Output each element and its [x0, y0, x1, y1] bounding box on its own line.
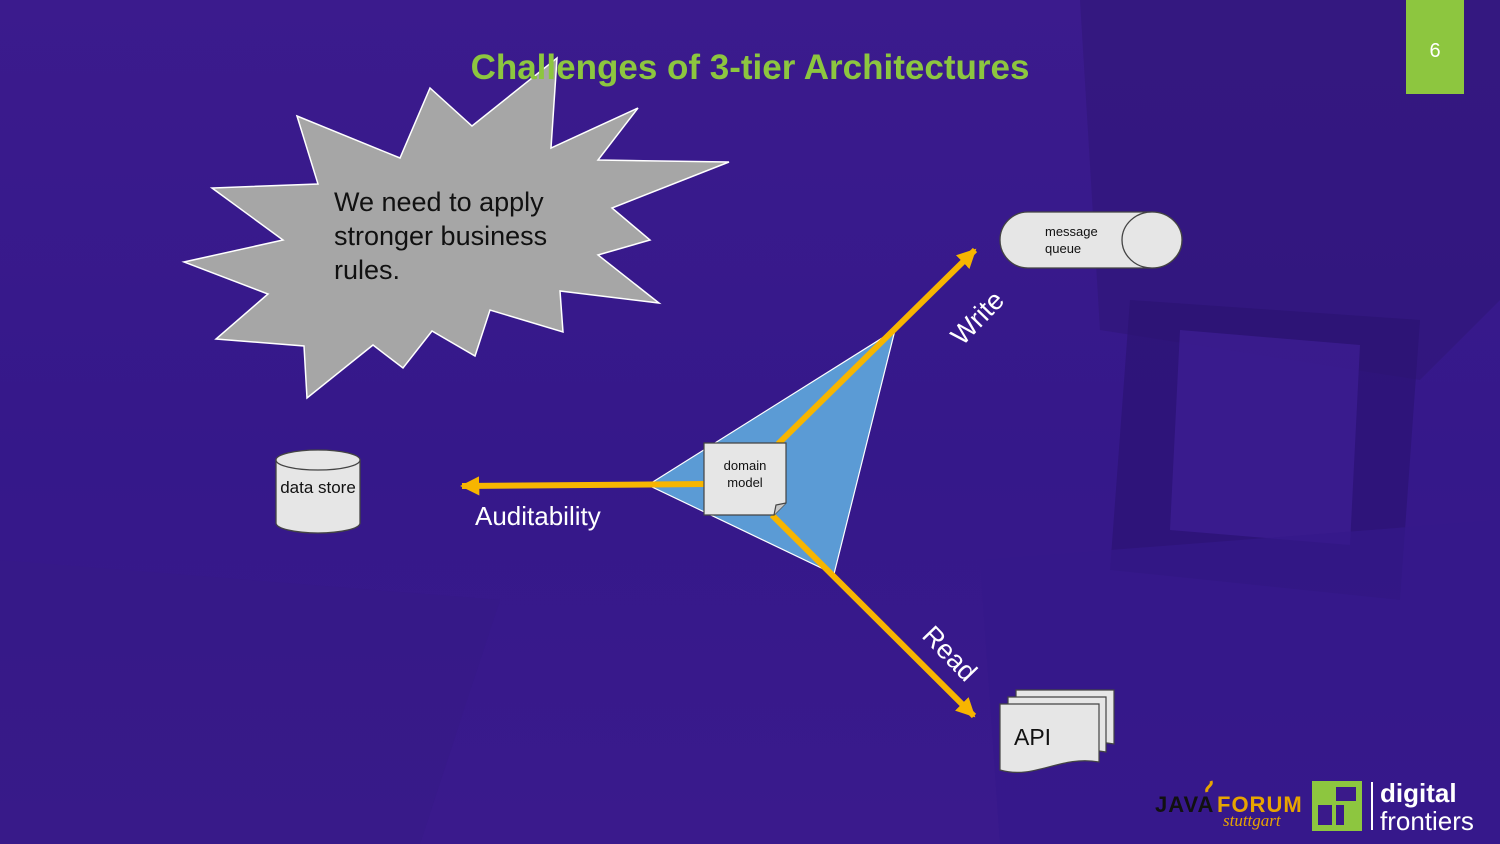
- javaforum-logo: JAVA FORUM stuttgart: [1155, 780, 1302, 830]
- read-arrow: [769, 512, 977, 719]
- data-store-shape: [275, 449, 361, 534]
- callout-burst: [181, 56, 730, 400]
- javaforum-forum-text: FORUM: [1217, 792, 1303, 817]
- coffee-steam-icon: [1205, 780, 1213, 793]
- digital-frontiers-line1: digital: [1380, 778, 1457, 808]
- digital-frontiers-logo-icon: [1312, 781, 1362, 831]
- message-queue-label: message queue: [1045, 224, 1098, 256]
- auditability-label: Auditability: [475, 501, 601, 531]
- page-number: 6: [1429, 40, 1441, 62]
- slide-title: Challenges of 3-tier Architectures: [470, 48, 1030, 87]
- javaforum-city-text: stuttgart: [1223, 811, 1281, 830]
- write-arrow: [775, 247, 978, 447]
- api-label: API: [1014, 724, 1052, 750]
- callout-text: We need to apply stronger business rules…: [334, 187, 548, 285]
- domain-model-label: domain model: [723, 458, 767, 490]
- message-queue-shape: [999, 211, 1183, 269]
- logo-divider: [1371, 782, 1373, 830]
- data-store-label: data store: [280, 478, 356, 497]
- auditability-arrow: [460, 476, 706, 496]
- page-number-badge: 6: [1406, 0, 1464, 94]
- digital-frontiers-line2: frontiers: [1380, 806, 1474, 836]
- domain-model-fold: [773, 502, 787, 516]
- api-documents-shape: [999, 689, 1115, 773]
- javaforum-java-text: JAVA: [1155, 792, 1215, 817]
